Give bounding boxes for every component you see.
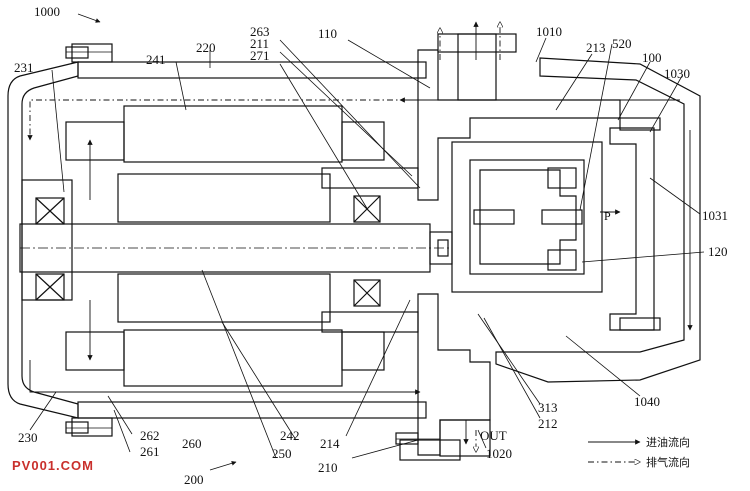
watermark: PV001.COM bbox=[12, 458, 94, 473]
label-1030: 1030 bbox=[664, 66, 690, 81]
label-1000: 1000 bbox=[34, 4, 60, 19]
stator-winding-bottom bbox=[123, 329, 343, 387]
label-220: 220 bbox=[196, 40, 216, 55]
pump-rotor-block bbox=[451, 141, 603, 293]
label-211: 211 bbox=[250, 36, 269, 51]
label-250: 250 bbox=[272, 446, 292, 461]
legend-gas-label: 排气流向 bbox=[646, 455, 690, 469]
inlet-port bbox=[437, 33, 517, 53]
label-242: 242 bbox=[280, 428, 300, 443]
label-110: 110 bbox=[318, 26, 337, 41]
label-231: 231 bbox=[14, 60, 34, 75]
label-261: 261 bbox=[140, 444, 160, 459]
pump-body bbox=[399, 33, 621, 461]
housing-bottom-wall bbox=[77, 401, 427, 419]
label-120: 120 bbox=[708, 244, 728, 259]
leader-lines bbox=[29, 13, 705, 471]
rotor-core-top bbox=[117, 173, 331, 223]
label-210: 210 bbox=[318, 460, 338, 475]
label-1010: 1010 bbox=[536, 24, 562, 39]
label-1040: 1040 bbox=[634, 394, 660, 409]
top-left-flange bbox=[71, 43, 113, 63]
rotor bbox=[19, 173, 450, 323]
part-labels: 1000 200 231 241 220 263 211 271 110 101… bbox=[14, 4, 728, 487]
label-213: 213 bbox=[586, 40, 606, 55]
stator-end-turn-top bbox=[65, 121, 125, 161]
label-263: 263 bbox=[250, 24, 270, 39]
label-214: 214 bbox=[320, 436, 340, 451]
stator-winding-top bbox=[123, 105, 343, 163]
pump-chamber bbox=[429, 141, 603, 293]
stator bbox=[65, 105, 385, 387]
left-bearings bbox=[35, 197, 65, 301]
label-241: 241 bbox=[146, 52, 166, 67]
label-271: 271 bbox=[250, 48, 270, 63]
flow-paths bbox=[27, 22, 693, 452]
label-200: 200 bbox=[184, 472, 204, 487]
legend: 进油流向 排气流向 bbox=[588, 435, 690, 469]
label-p: P bbox=[604, 209, 611, 223]
label-1031: 1031 bbox=[702, 208, 728, 223]
label-212: 212 bbox=[538, 416, 558, 431]
label-100: 100 bbox=[642, 50, 662, 65]
front-seal-parts bbox=[321, 167, 419, 333]
label-520: 520 bbox=[612, 36, 632, 51]
rotor-core-bottom bbox=[117, 273, 331, 323]
stator-end-turn-bottom bbox=[65, 331, 125, 371]
label-260: 260 bbox=[182, 436, 202, 451]
label-313: 313 bbox=[538, 400, 558, 415]
housing-top-wall bbox=[77, 61, 427, 79]
end-cover bbox=[7, 61, 79, 419]
motor-housing bbox=[7, 43, 440, 445]
bottom-left-flange bbox=[71, 417, 113, 437]
stator-end-turn-top-right bbox=[341, 121, 385, 161]
outlet-port bbox=[439, 419, 491, 457]
label-262: 262 bbox=[140, 428, 160, 443]
label-out: OUT bbox=[480, 428, 507, 443]
label-230: 230 bbox=[18, 430, 38, 445]
label-1020: 1020 bbox=[486, 446, 512, 461]
pump-end-cover bbox=[495, 57, 701, 383]
stator-end-turn-bottom-right bbox=[341, 331, 385, 371]
legend-oil-label: 进油流向 bbox=[646, 435, 690, 449]
